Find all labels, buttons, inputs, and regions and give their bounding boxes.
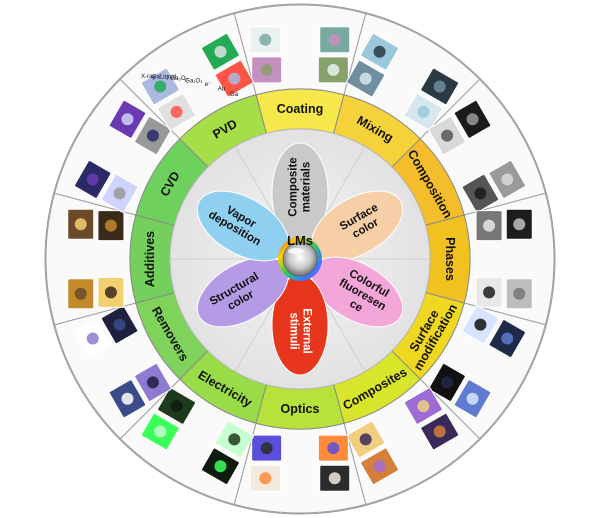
photo-droplet — [104, 219, 117, 232]
photo-droplet — [86, 173, 99, 186]
removers_photos — [74, 305, 172, 419]
photo-droplet — [417, 400, 430, 413]
photo-droplet — [483, 219, 496, 232]
petal-label-composite: Composite — [288, 157, 300, 216]
electricity_photos — [140, 387, 254, 485]
ring-label-phases: Phases — [443, 237, 457, 281]
photo-droplet — [113, 318, 126, 331]
photo-droplet — [359, 72, 372, 85]
additives_photos — [67, 208, 125, 310]
photo-droplet — [260, 63, 273, 76]
photo-droplet — [327, 442, 340, 455]
pvd-annotation: GaLiquid — [152, 75, 176, 81]
pvd-annotation: Ga₂O₃ — [170, 76, 188, 82]
pvd-annotation: X-ray — [141, 74, 155, 80]
petal-label-fluorescence: ce — [347, 298, 364, 315]
photo-droplet — [214, 460, 227, 473]
composites_photos — [346, 387, 460, 485]
pvd-annotation: e⁻ — [205, 82, 212, 88]
photo-droplet — [328, 472, 341, 485]
photo-droplet — [513, 287, 526, 300]
pvd-annotation: Ga₂O₃ — [185, 78, 203, 84]
optics_photos — [249, 434, 351, 492]
photo-droplet — [259, 472, 272, 485]
photo-droplet — [433, 80, 446, 93]
pvd-annotation: Ga — [230, 92, 239, 98]
surface_mod_photos — [428, 305, 526, 419]
photo-droplet — [373, 460, 386, 473]
photo-droplet — [441, 129, 454, 142]
composition_photos — [428, 99, 526, 213]
photo-droplet — [328, 33, 341, 46]
petal-label-external: stimuli — [288, 312, 300, 349]
center-label: LMs — [287, 233, 313, 248]
photo-droplet — [86, 332, 99, 345]
photo-droplet — [327, 63, 340, 76]
photo-droplet — [121, 113, 134, 126]
photo-droplet — [154, 425, 167, 438]
phases_photos — [475, 208, 533, 310]
coating_photos — [249, 26, 351, 84]
photo-droplet — [154, 80, 167, 93]
photo-droplet — [214, 45, 227, 58]
photo-droplet — [113, 187, 126, 200]
mixing_photos — [346, 33, 460, 131]
photo-droplet — [501, 332, 514, 345]
photo-droplet — [359, 433, 372, 446]
petal-label-external: External — [301, 308, 313, 353]
pvd-annotation: Au — [218, 86, 225, 92]
photo-droplet — [104, 286, 117, 299]
hub-droplet-highlight — [288, 248, 304, 254]
photo-droplet — [170, 105, 183, 118]
photo-droplet — [466, 113, 479, 126]
petal-label-composite: materials — [301, 162, 313, 213]
ring-label-additives: Additives — [143, 231, 157, 287]
photo-droplet — [146, 129, 159, 142]
photo-droplet — [259, 33, 272, 46]
photo-droplet — [417, 105, 430, 118]
photo-droplet — [228, 72, 241, 85]
photo-droplet — [146, 376, 159, 389]
photo-droplet — [513, 218, 526, 231]
photo-droplet — [433, 425, 446, 438]
photo-droplet — [474, 187, 487, 200]
photo-droplet — [74, 218, 87, 231]
ring-label-coating: Coating — [277, 102, 324, 116]
photo-droplet — [260, 442, 273, 455]
photo-droplet — [474, 318, 487, 331]
photo-droplet — [228, 433, 241, 446]
photo-droplet — [373, 45, 386, 58]
cvd_photos — [74, 99, 172, 213]
photo-droplet — [501, 173, 514, 186]
photo-droplet — [74, 287, 87, 300]
photo-droplet — [466, 392, 479, 405]
ring-label-optics: Optics — [281, 402, 320, 416]
photo-droplet — [170, 400, 183, 413]
photo-droplet — [121, 392, 134, 405]
photo-droplet — [483, 286, 496, 299]
photo-droplet — [441, 376, 454, 389]
